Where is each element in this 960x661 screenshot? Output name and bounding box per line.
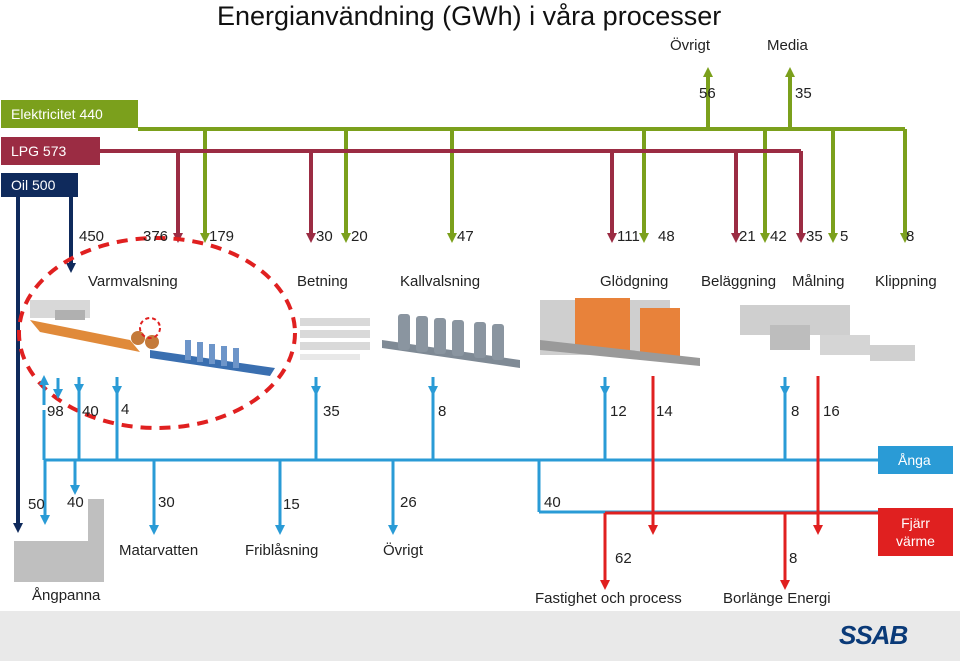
process-value: 30 <box>316 228 333 245</box>
output-ovrigt-label: Övrigt <box>670 37 711 54</box>
oil-supply-box: Oil 500 <box>1 173 78 197</box>
steam-use-value: 26 <box>400 494 417 511</box>
process-value: 8 <box>906 228 915 245</box>
steam-boiler-shape <box>14 499 104 582</box>
process-label-varmvalsning: Varmvalsning <box>88 273 178 290</box>
steam-use-value: 15 <box>283 496 300 513</box>
process-value: 450 <box>79 228 105 245</box>
heat-value: 16 <box>823 403 840 420</box>
process-images <box>30 298 915 376</box>
steam-use-value: 30 <box>158 494 175 511</box>
process-value: 48 <box>658 228 675 245</box>
oil-lines <box>13 196 76 533</box>
process-label-malning: Målning <box>792 273 845 290</box>
footer-bar <box>0 611 960 661</box>
lpg-supply-box: LPG 573 <box>1 137 100 165</box>
process-value: 47 <box>457 228 474 245</box>
process-value: 376 <box>143 228 169 245</box>
use-angpanna: Ångpanna <box>32 587 101 604</box>
ssab-logo: SSAB <box>839 620 908 650</box>
cold-rolling-image <box>382 314 520 368</box>
hot-rolling-image <box>30 300 275 376</box>
process-value: 5 <box>840 228 849 245</box>
pickling-image <box>300 318 370 360</box>
heat-use-borlange: Borlänge Energi <box>723 590 831 607</box>
steam-value: 12 <box>610 403 627 420</box>
use-ovrigt: Övrigt <box>383 542 424 559</box>
heat-value: 14 <box>656 403 673 420</box>
process-value: 35 <box>806 228 823 245</box>
steam-use-value: 50 <box>28 496 45 513</box>
electricity-lines <box>138 67 910 243</box>
annealing-image <box>540 298 700 366</box>
process-label-betning: Betning <box>297 273 348 290</box>
coating-painting-image <box>740 305 915 361</box>
process-label-belaggning: Beläggning <box>701 273 777 290</box>
use-friblasning: Friblåsning <box>245 542 319 559</box>
district-heating-box: Fjärr värme <box>878 508 953 556</box>
process-label-glodgning: Glödgning <box>600 273 669 290</box>
steam-use-value: 40 <box>544 494 561 511</box>
steam-value: 40 <box>82 403 99 420</box>
output-media-value: 35 <box>795 85 812 102</box>
process-value: 179 <box>209 228 235 245</box>
heat-value: 8 <box>789 550 798 567</box>
steam-value: 8 <box>791 403 800 420</box>
steam-box: Ånga <box>878 446 953 474</box>
process-value: 42 <box>770 228 787 245</box>
process-value: 20 <box>351 228 368 245</box>
electricity-supply-box: Elektricitet 440 <box>1 100 138 128</box>
output-ovrigt-value: 56 <box>699 85 716 102</box>
process-value: 21 <box>739 228 756 245</box>
use-matarvatten: Matarvatten <box>119 542 199 559</box>
lpg-lines <box>100 149 806 243</box>
steam-value: 98 <box>47 403 64 420</box>
page-title: Energianvändning (GWh) i våra processer <box>217 1 722 31</box>
steam-value: 8 <box>438 403 447 420</box>
heat-value: 62 <box>615 550 632 567</box>
heat-use-fastighet: Fastighet och process <box>535 590 682 607</box>
steam-value: 4 <box>121 401 130 418</box>
highlight-oval <box>17 236 297 430</box>
output-media-label: Media <box>767 37 808 54</box>
process-value: 111 <box>617 228 640 245</box>
steam-use-value: 40 <box>67 494 84 511</box>
process-label-kallvalsning: Kallvalsning <box>400 273 481 290</box>
steam-value: 35 <box>323 403 340 420</box>
process-label-klippning: Klippning <box>875 273 937 290</box>
